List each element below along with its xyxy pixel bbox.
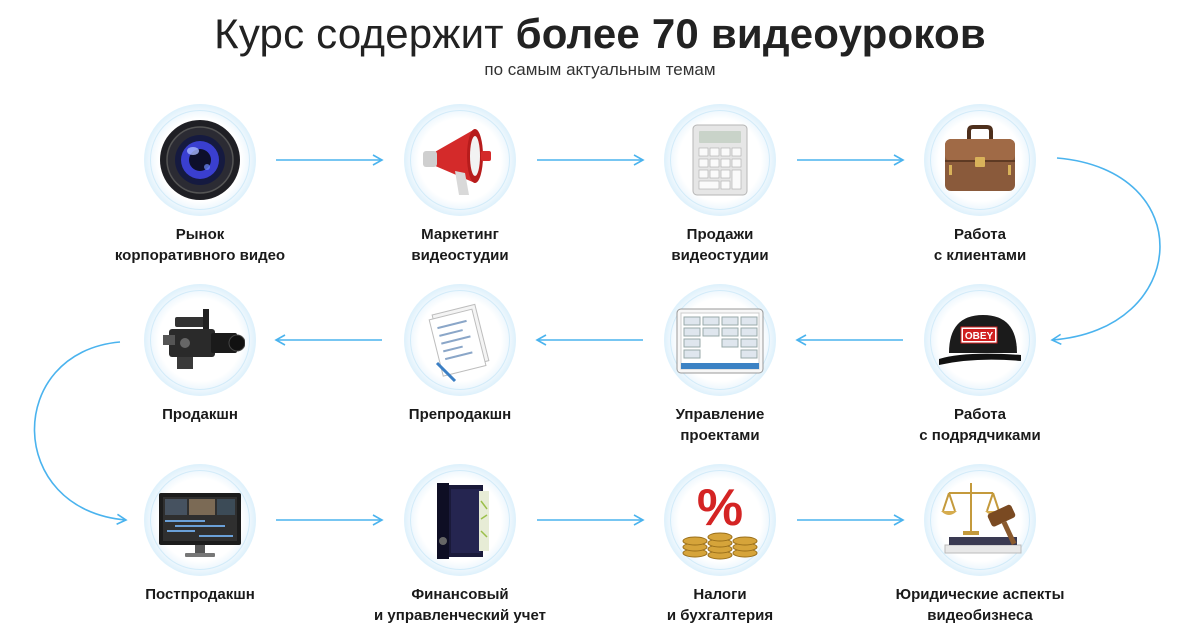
page-title: Курс содержит более 70 видеоуроков xyxy=(0,8,1200,60)
label-line-1: Продакшн xyxy=(162,406,238,423)
step-label: Работа с клиентами xyxy=(870,224,1090,266)
label-line-2: с подрядчиками xyxy=(919,427,1041,444)
page-subtitle: по самым актуальным темам xyxy=(484,60,716,79)
icon-ring xyxy=(924,464,1036,576)
camera-lens-icon xyxy=(160,120,240,200)
step-label: Управление проектами xyxy=(610,404,830,446)
label-line-1: Работа xyxy=(954,406,1006,423)
label-line-1: Продажи xyxy=(686,226,754,243)
step-label: Продажи видеостудии xyxy=(610,224,830,266)
briefcase-icon xyxy=(945,125,1015,191)
label-line-2: видеостудии xyxy=(671,247,769,264)
label-line-1: Постпродакшн xyxy=(145,586,255,603)
binder-icon xyxy=(437,483,489,559)
label-line-1: Работа xyxy=(954,226,1006,243)
label-line-1: Юридические аспекты xyxy=(895,586,1065,603)
label-line-1: Рынок xyxy=(175,226,225,243)
scales-gavel-icon xyxy=(941,483,1022,554)
arrow-5-9 xyxy=(33,341,128,525)
label-line-1: Препродакшн xyxy=(408,406,512,423)
percent-coins-icon: % xyxy=(682,479,758,560)
monitor-icon xyxy=(159,493,241,557)
title-bold: более 70 видеоуроков xyxy=(515,10,986,57)
percent-sign-text: % xyxy=(697,479,743,537)
calculator-icon xyxy=(692,124,748,196)
step-label: Работа с подрядчиками xyxy=(870,404,1090,446)
label-line-2: с клиентами xyxy=(933,247,1027,264)
step-label: Постпродакшн xyxy=(90,584,310,605)
tablet-board-icon xyxy=(676,308,764,374)
label-line-2: проектами xyxy=(680,427,760,444)
step-label: Маркетинг видеостудии xyxy=(350,224,570,266)
step-label: Юридические аспекты видеобизнеса xyxy=(870,584,1090,626)
label-line-2: и управленческий учет xyxy=(374,607,546,624)
label-line-1: Управление xyxy=(675,406,765,423)
label-line-2: видеобизнеса xyxy=(927,607,1033,624)
step-label: Налоги и бухгалтерия xyxy=(610,584,830,626)
step-label: Продакшн xyxy=(90,404,310,425)
step-label: Рынок корпоративного видео xyxy=(90,224,310,266)
video-camera-icon xyxy=(163,309,245,369)
step-label: Препродакшн xyxy=(350,404,570,425)
step-label: Финансовый и управленческий учет xyxy=(350,584,570,626)
label-line-1: Маркетинг xyxy=(421,226,499,243)
documents-icon xyxy=(428,303,490,383)
label-line-1: Финансовый xyxy=(411,586,509,603)
label-line-2: и бухгалтерия xyxy=(666,607,774,624)
label-line-2: корпоративного видео xyxy=(114,247,286,264)
label-line-2: видеостудии xyxy=(411,247,509,264)
title-regular: Курс содержит xyxy=(214,10,516,57)
cap-icon: OBEY xyxy=(939,315,1021,365)
cap-logo-text: OBEY xyxy=(965,331,994,342)
megaphone-icon xyxy=(423,129,491,195)
label-line-1: Налоги xyxy=(693,586,747,603)
